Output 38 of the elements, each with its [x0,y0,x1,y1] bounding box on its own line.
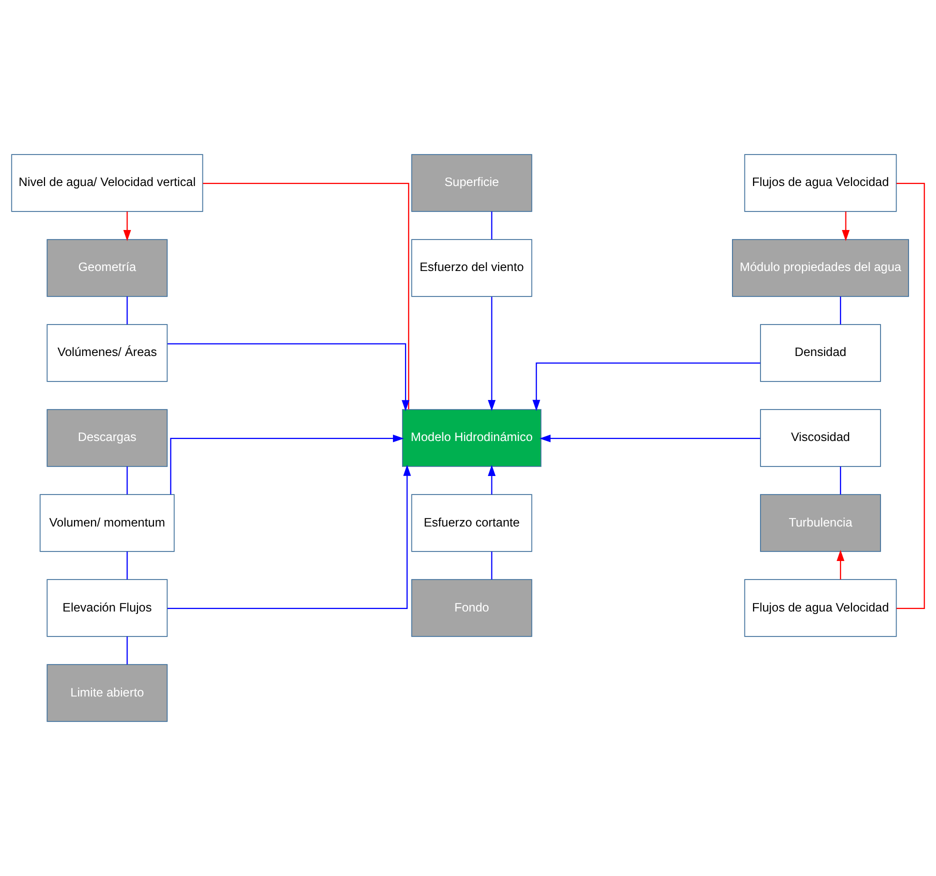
connector [491,552,492,580]
arrow [836,550,844,580]
node-box: Módulo propiedades del agua [732,239,910,297]
arrow [540,434,760,442]
node-box: Elevación Flujos [46,579,168,637]
node-box: Volúmenes/ Áreas [46,324,168,382]
connector [126,552,128,580]
arrow [168,343,410,412]
node-box: Fondo [411,579,532,637]
connector [126,296,128,324]
arrow [170,434,404,494]
node-box: Esfuerzo del viento [411,239,532,297]
node-box: Flujos de agua Velocidad [744,154,897,212]
node-box: Flujos de agua Velocidad [744,579,897,637]
node-box: Volumen/ momentum [40,494,175,552]
node-box: Descargas [46,409,168,467]
node-box: Limite abierto [46,664,168,722]
node-box: Nivel de agua/ Velocidad vertical [11,154,204,212]
arrow [168,464,411,610]
node-box: Esfuerzo cortante [411,494,532,552]
node-box: Geometría [46,239,168,297]
arrow [123,212,132,242]
arrow [842,212,850,242]
node-box: Viscosidad [760,409,881,467]
node-box: Modelo Hidrodinámico [402,409,542,467]
node-box: Turbulencia [760,494,881,552]
arrow [488,296,496,412]
connector [840,466,842,494]
connector [491,212,492,240]
arrow [532,362,760,411]
connector [126,636,128,664]
node-box: Superficie [411,154,532,212]
connector [202,182,410,410]
node-box: Densidad [760,324,881,382]
connector [126,466,128,494]
connector [840,296,842,324]
arrow [488,464,496,494]
connector [896,182,925,610]
